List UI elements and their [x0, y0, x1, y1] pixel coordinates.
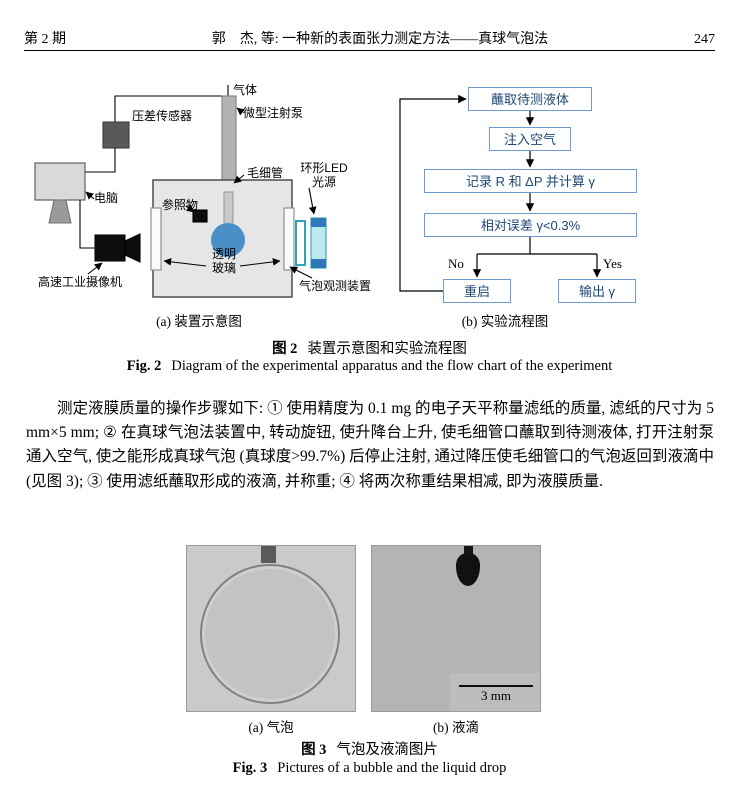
flow-loop-line: [399, 94, 467, 292]
flow-step-restart: 重启: [443, 279, 511, 303]
label-syringe-pump: 微型注射泵: [243, 106, 304, 120]
flow-step-output: 输出 γ: [558, 279, 636, 303]
figure3-caption-en-label: Fig. 3: [232, 760, 268, 776]
figure2-caption-zh: 图 2 装置示意图和实验流程图: [0, 337, 739, 358]
led-pointer: [308, 187, 317, 215]
label-reference: 参照物: [162, 198, 199, 212]
drop-photo: 3 mm: [371, 545, 541, 712]
led-cap-top: [311, 218, 326, 227]
label-gas: 气体: [233, 83, 258, 97]
header-divider: [24, 50, 715, 51]
reference-pointer: [185, 204, 195, 213]
label-glass: 透明 玻璃: [211, 247, 236, 276]
observer-pointer: [289, 266, 313, 279]
figure3-caption-en: Fig. 3 Pictures of a bubble and the liqui…: [0, 760, 739, 777]
computer-monitor-shape: [34, 162, 86, 201]
figure2-caption-zh-text: 装置示意图和实验流程图: [307, 341, 467, 357]
flow-step-record-calc: 记录 R 和 ΔP 并计算 γ: [424, 169, 637, 193]
label-pressure-sensor: 压差传感器: [132, 109, 193, 123]
flow-step-inject-air: 注入空气: [489, 127, 571, 151]
glass-pointer-right: [239, 258, 281, 267]
label-camera: 高速工业摄像机: [38, 275, 123, 289]
figure3-caption-zh-label: 图 3: [301, 742, 327, 758]
figure2-caption-en-text: Diagram of the experimental apparatus an…: [171, 358, 613, 374]
photo-a-caption: (a) 气泡: [248, 720, 294, 735]
figure2-caption-en-label: Fig. 2: [126, 358, 162, 374]
panel-b-caption: (b) 实验流程图: [461, 314, 549, 329]
capillary-tip-shape: [261, 546, 276, 563]
flowchart-connectors: [399, 94, 602, 292]
gas-pipe-line: [114, 95, 222, 122]
bubble-photo: [186, 545, 356, 712]
monitor-stand-shape: [48, 199, 72, 224]
photo-b-caption: (b) 液滴: [432, 720, 480, 735]
computer-pointer: [85, 191, 95, 200]
panel-a-caption: (a) 装置示意图: [156, 314, 242, 329]
label-observer: 气泡观测装置: [299, 279, 372, 293]
bubble-shape: [211, 223, 245, 257]
glass-pointer-left: [163, 258, 207, 267]
flow-no-label: No: [448, 256, 464, 271]
reference-object-shape: [192, 209, 208, 223]
glass-window-right: [283, 207, 295, 271]
label-computer: 电脑: [94, 191, 119, 205]
sensor-to-computer-line: [85, 148, 116, 173]
figure2-caption-zh-label: 图 2: [272, 341, 298, 357]
scale-bar: [459, 685, 533, 688]
body-paragraph: 测定液膜质量的操作步骤如下: ① 使用精度为 0.1 mg 的电子天平称量滤纸的…: [26, 400, 714, 490]
flow-step-dip-liquid: 蘸取待测液体: [468, 87, 592, 111]
scale-label: 3 mm: [481, 688, 511, 703]
pump-pointer: [236, 107, 245, 116]
figure3-caption-zh-text: 气泡及液滴图片: [336, 742, 438, 758]
camera-pointer: [87, 262, 103, 275]
capillary-shape: [223, 191, 234, 225]
header-issue: 第 2 期: [24, 32, 66, 47]
header-running-title: 郭 杰, 等: 一种新的表面张力测定方法——真球气泡法: [211, 32, 549, 47]
journal-header: 第 2 期 郭 杰, 等: 一种新的表面张力测定方法——真球气泡法 247: [24, 28, 715, 48]
label-capillary: 毛细管: [247, 166, 284, 180]
figure3-caption-en-text: Pictures of a bubble and the liquid drop: [277, 760, 507, 776]
figure2-caption-en: Fig. 2 Diagram of the experimental appara…: [0, 358, 739, 375]
led-cap-bottom: [311, 259, 326, 268]
computer-to-camera-line: [79, 200, 95, 249]
camera-body-shape: [94, 234, 126, 262]
apparatus-schematic: [34, 85, 327, 298]
figure2: 气体 微型注射泵 压差传感器 电脑 毛细管 参照物 环形LED 光源 透明 玻璃…: [28, 82, 712, 334]
led-ring-inner: [295, 220, 306, 266]
label-ring-led: 环形LED 光源: [300, 161, 348, 190]
scale-patch: [450, 673, 540, 711]
capillary-pointer: [233, 174, 245, 184]
pressure-sensor-shape: [102, 121, 130, 149]
header-page-number: 247: [693, 32, 715, 47]
glass-window-left: [150, 207, 162, 271]
syringe-pump-shape: [221, 95, 237, 193]
flow-yes-label: Yes: [603, 256, 622, 271]
camera-lens-shape: [124, 233, 141, 263]
figure3-caption-zh: 图 3 气泡及液滴图片: [0, 738, 739, 759]
flow-step-error-check: 相对误差 γ<0.3%: [424, 213, 637, 237]
figure2-drawing: [34, 85, 602, 298]
bubble-outline: [200, 564, 340, 704]
drop-blob-shape: [456, 553, 480, 586]
